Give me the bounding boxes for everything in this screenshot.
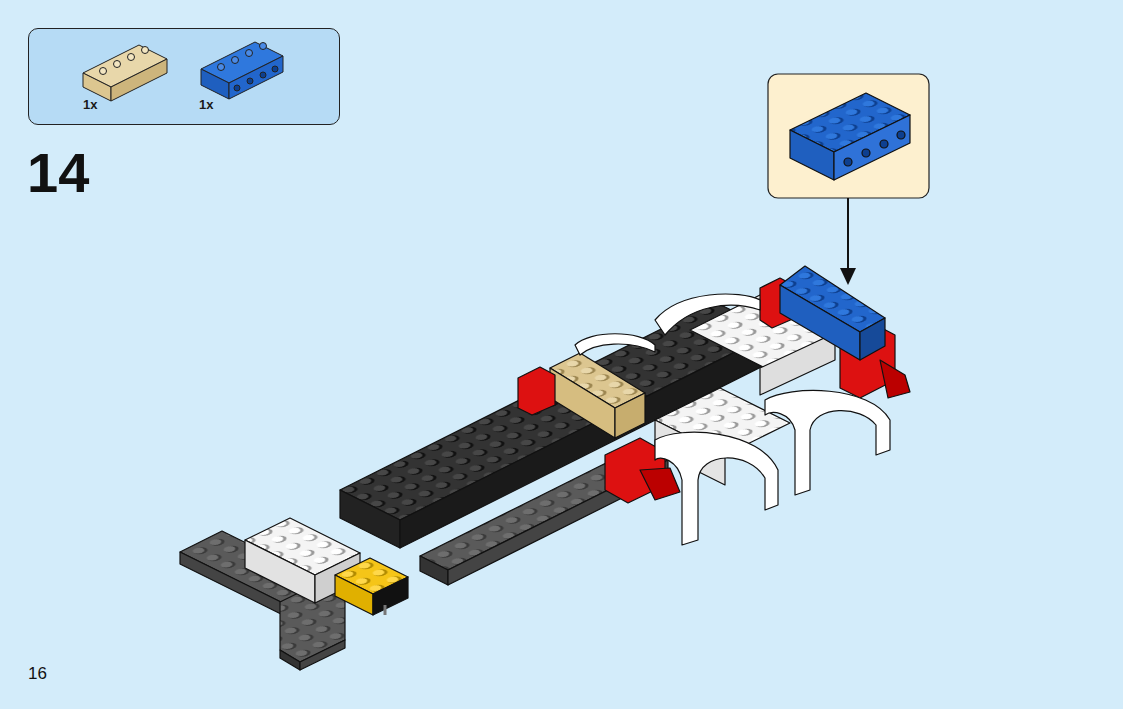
part-count: 1x [83,97,97,112]
parts-list-box: 1x 1x [28,28,340,125]
parts-icons [29,29,341,126]
part-count: 1x [199,97,213,112]
page-number: 16 [28,664,47,684]
step-number: 14 [27,140,89,205]
